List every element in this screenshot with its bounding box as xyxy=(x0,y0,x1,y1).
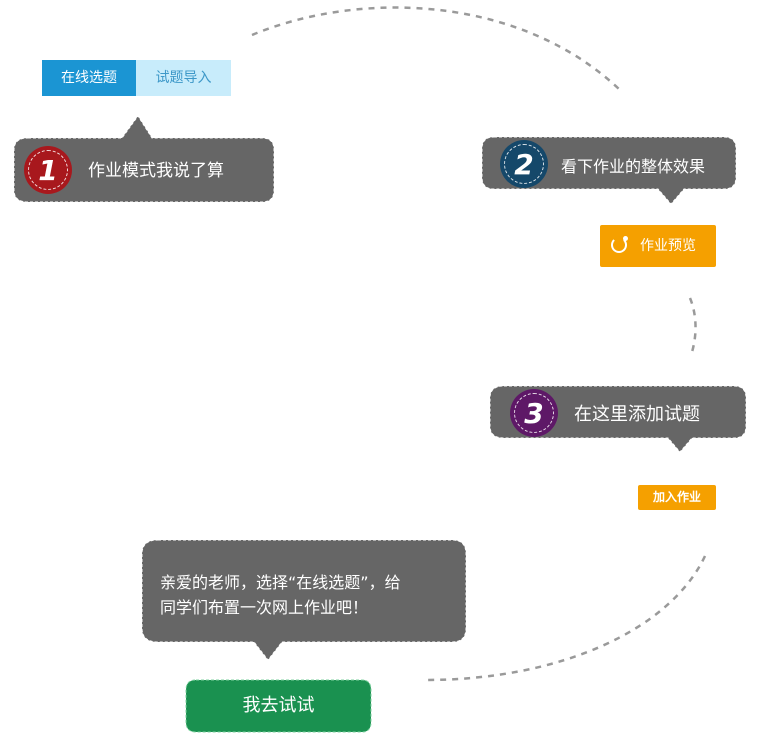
add-homework-button[interactable]: 加入作业 xyxy=(638,485,716,510)
step1-text: 作业模式我说了算 xyxy=(88,161,224,181)
message-line-1: 亲爱的老师，选择“在线选题”，给 xyxy=(160,573,401,592)
step2-badge: 2 xyxy=(500,140,548,188)
dotted-path-bottom xyxy=(424,555,707,682)
dotted-path-right xyxy=(688,297,697,353)
step3-text: 在这里添加试题 xyxy=(574,404,700,425)
message-line-2: 同学们布置一次网上作业吧！ xyxy=(160,598,369,617)
message-bubble-shape xyxy=(141,539,467,661)
step3-badge: 3 xyxy=(510,389,558,437)
step1-badge: 1 xyxy=(24,146,72,194)
preview-button-label: 作业预览 xyxy=(640,238,696,254)
step2-number: 2 xyxy=(514,147,534,181)
step1-number: 1 xyxy=(38,153,58,187)
step1-bubble-shape xyxy=(13,115,275,203)
dotted-path-top xyxy=(251,6,621,91)
try-it-button[interactable]: 我去试试 xyxy=(242,695,315,716)
step2-text: 看下作业的整体效果 xyxy=(561,157,706,176)
refresh-circle-icon xyxy=(611,236,628,253)
step3-number: 3 xyxy=(524,396,544,430)
tab-online-select[interactable]: 在线选题 xyxy=(42,60,136,96)
preview-button[interactable]: 作业预览 xyxy=(600,225,716,267)
tab-import-questions[interactable]: 试题导入 xyxy=(136,60,231,96)
try-button-shape xyxy=(185,679,372,733)
